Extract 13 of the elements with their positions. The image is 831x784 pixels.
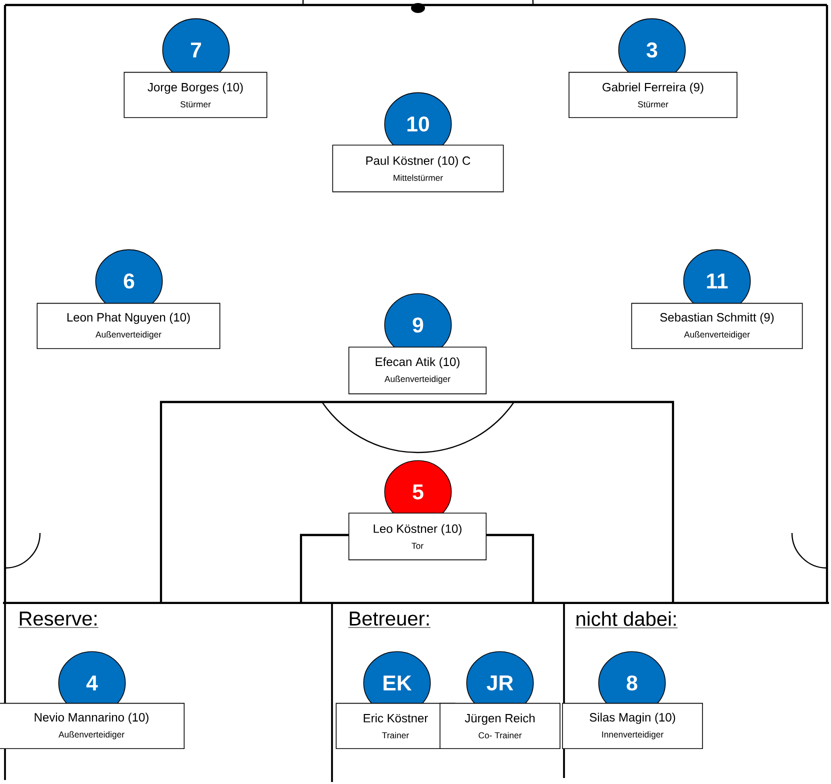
name-card: Gabriel Ferreira (9) Stürmer xyxy=(568,72,738,118)
name-card: Jorge Borges (10) Stürmer xyxy=(124,72,268,118)
name-card: Efecan Atik (10) Außenverteidiger xyxy=(348,346,487,394)
section-heading: Reserve: xyxy=(18,612,99,628)
section-heading: Betreuer: xyxy=(348,612,431,628)
name-card: Nevio Mannarino (10) Außenverteidiger xyxy=(0,702,185,750)
name-card: Leon Phat Nguyen (10) Außenverteidiger xyxy=(36,302,220,350)
name-card: Silas Magin (10) Innenverteidiger xyxy=(562,702,703,750)
name-card: Sebastian Schmitt (9) Außenverteidiger xyxy=(631,302,803,350)
section-heading: nicht dabei: xyxy=(575,611,678,628)
name-card: Leo Köstner (10) Tor xyxy=(348,512,487,560)
name-card: Jürgen Reich Co- Trainer xyxy=(440,702,560,750)
name-card: Paul Köstner (10) C Mittelstürmer xyxy=(332,144,504,192)
